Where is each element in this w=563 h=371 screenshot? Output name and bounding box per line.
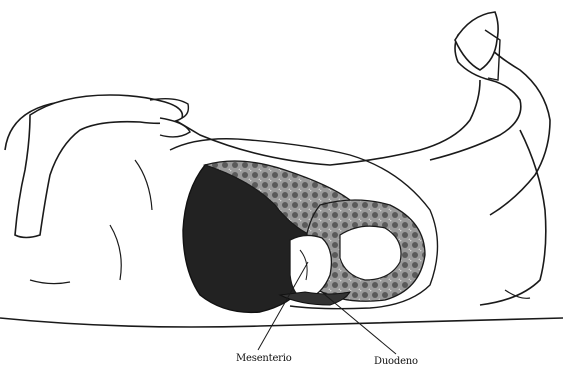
hoof-right — [455, 12, 498, 70]
ground-line — [0, 318, 563, 327]
mesentery-label: Mesenterio — [236, 353, 292, 364]
duodenum-strip — [280, 292, 350, 305]
front-leg-left — [15, 95, 182, 238]
duodenum-label: Duodeno — [374, 356, 418, 367]
